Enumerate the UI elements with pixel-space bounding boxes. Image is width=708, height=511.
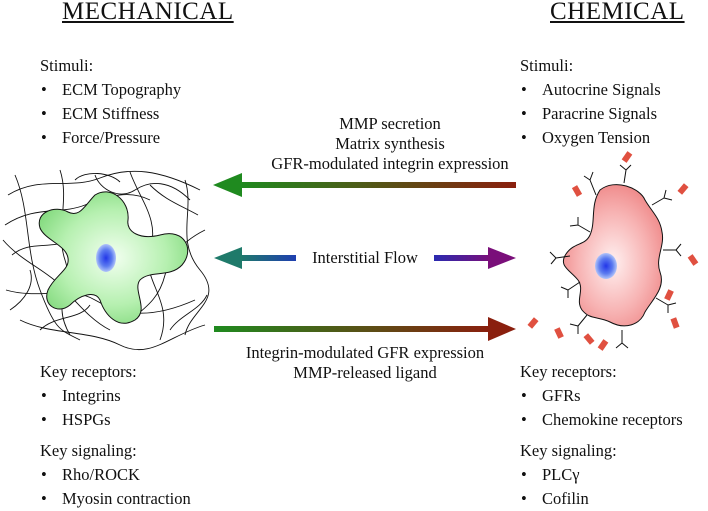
interstitial-flow-right-arrow <box>434 247 516 269</box>
stimulus-item: ECM Stiffness <box>40 102 181 126</box>
chemical-stimuli: Stimuli: Autocrine Signals Paracrine Sig… <box>520 54 661 150</box>
ligands <box>527 151 699 351</box>
arrow-label: Integrin-modulated GFR expression <box>245 343 485 362</box>
mechanical-stimuli: Stimuli: ECM Topography ECM Stiffness Fo… <box>40 54 181 150</box>
cell-receptors <box>549 164 682 349</box>
arrow-label: Matrix synthesis <box>335 134 445 153</box>
chemical-cell <box>562 184 664 327</box>
stimulus-item: Oxygen Tension <box>520 126 661 150</box>
receptor-item: Integrins <box>40 384 137 408</box>
receptor-item: Chemokine receptors <box>520 408 683 432</box>
arrow-label: MMP-released ligand <box>293 363 437 382</box>
nucleus-right <box>595 253 617 279</box>
stimulus-item: Force/Pressure <box>40 126 181 150</box>
mechanical-signaling: Key signaling: Rho/ROCK Myosin contracti… <box>40 439 191 511</box>
receptor-item: GFRs <box>520 384 683 408</box>
stimuli-title: Stimuli: <box>40 56 94 75</box>
interstitial-flow-label: Interstitial Flow <box>312 248 418 267</box>
mechanical-receptors: Key receptors: Integrins HSPGs <box>40 360 137 432</box>
arrow-label: MMP secretion <box>339 114 441 133</box>
stimulus-item: ECM Topography <box>40 78 181 102</box>
nucleus-left <box>96 244 116 272</box>
stimuli-title: Stimuli: <box>520 56 574 75</box>
signaling-title: Key signaling: <box>40 441 137 460</box>
bottom-arrow <box>214 317 516 341</box>
receptors-title: Key receptors: <box>40 362 137 381</box>
signaling-item: Cofilin <box>520 487 617 511</box>
interstitial-flow-left-arrow <box>214 247 296 269</box>
signaling-title: Key signaling: <box>520 441 617 460</box>
bottom-arrow-labels: Integrin-modulated GFR expression MMP-re… <box>212 343 518 383</box>
arrow-label: GFR-modulated integrin expression <box>271 154 509 173</box>
top-arrow-labels: MMP secretion Matrix synthesis GFR-modul… <box>240 114 540 174</box>
receptor-item: HSPGs <box>40 408 137 432</box>
signaling-item: Rho/ROCK <box>40 463 191 487</box>
signaling-item: Myosin contraction <box>40 487 191 511</box>
chemical-heading: CHEMICAL <box>550 0 685 25</box>
stimulus-item: Autocrine Signals <box>520 78 661 102</box>
top-arrow <box>213 173 516 197</box>
stimulus-item: Paracrine Signals <box>520 102 661 126</box>
signaling-item: PLCγ <box>520 463 617 487</box>
chemical-signaling: Key signaling: PLCγ Cofilin <box>520 439 617 511</box>
chemical-receptors: Key receptors: GFRs Chemokine receptors <box>520 360 683 432</box>
mechanical-cell <box>38 191 189 324</box>
receptors-title: Key receptors: <box>520 362 617 381</box>
mechanical-heading: MECHANICAL <box>62 0 234 25</box>
